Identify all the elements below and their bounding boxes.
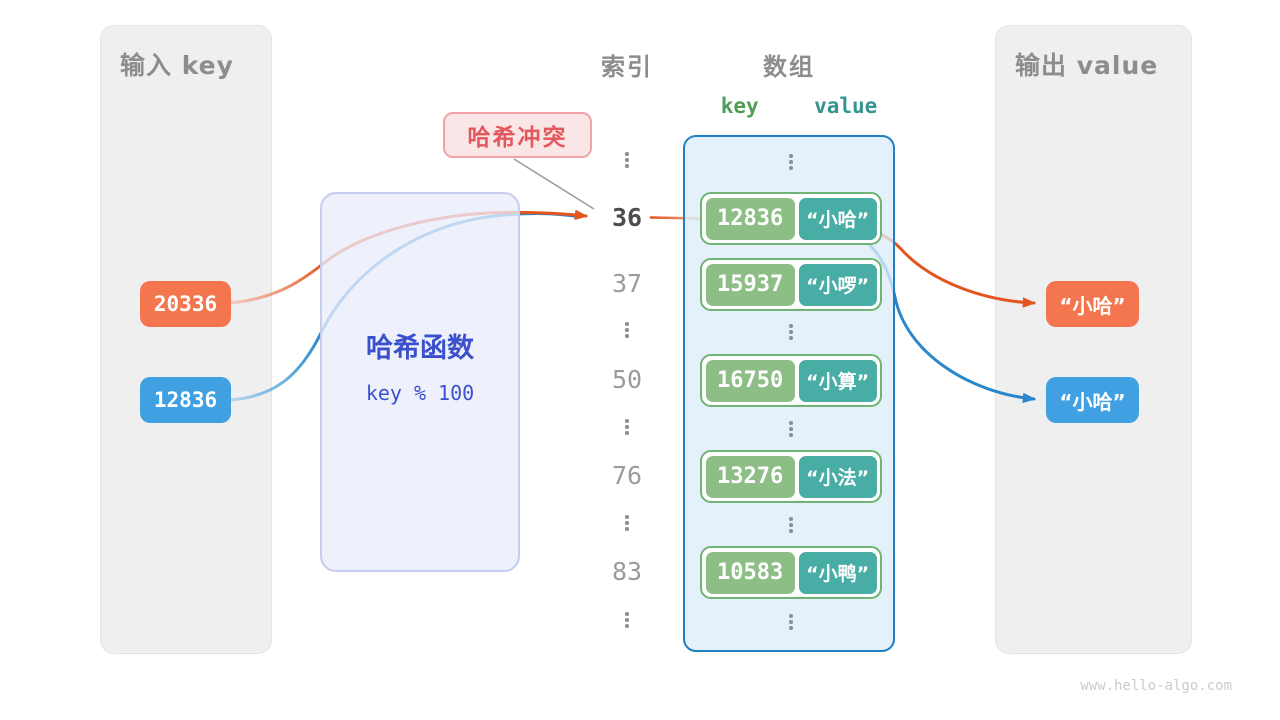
input-key-blue: 12836 (140, 377, 231, 423)
array-ellipsis (761, 412, 821, 446)
pair-value: “小啰” (798, 263, 877, 306)
index-item-83: 83 (611, 556, 643, 586)
ellipsis-icon (789, 614, 793, 630)
array-ellipsis (761, 145, 821, 179)
collision-callout-line (513, 158, 595, 210)
array-pair-row: 16750 “小算” (700, 354, 882, 407)
index-column-header: 索引 (601, 53, 653, 81)
ellipsis-icon (789, 517, 793, 533)
index-item-36: 36 (611, 202, 643, 232)
ellipsis-icon (625, 419, 629, 435)
pair-key: 10583 (705, 551, 795, 594)
array-pair-row: 10583 “小鸭” (700, 546, 882, 599)
output-value-orange: “小哈” (1046, 281, 1139, 327)
index-item-37: 37 (611, 268, 643, 298)
array-pair-row: 15937 “小啰” (700, 258, 882, 311)
output-value-blue: “小哈” (1046, 377, 1139, 423)
index-ellipsis (597, 506, 657, 540)
pair-key: 12836 (705, 197, 795, 240)
ellipsis-icon (789, 324, 793, 340)
index-ellipsis (597, 603, 657, 637)
ellipsis-icon (625, 515, 629, 531)
index-item-50: 50 (611, 364, 643, 394)
input-panel-title: 输入 key (120, 51, 234, 80)
hash-function-box: 哈希函数 key % 100 (320, 192, 520, 572)
index-ellipsis (597, 410, 657, 444)
index-item-76: 76 (611, 460, 643, 490)
array-ellipsis (761, 605, 821, 639)
watermark: www.hello-algo.com (1080, 678, 1232, 694)
ellipsis-icon (625, 152, 629, 168)
array-ellipsis (761, 315, 821, 349)
array-column-header: 数组 (763, 53, 815, 81)
array-pair-row: 12836 “小哈” (700, 192, 882, 245)
ellipsis-icon (625, 612, 629, 628)
input-key-orange: 20336 (140, 281, 231, 327)
output-panel (995, 25, 1192, 654)
pair-key: 16750 (705, 359, 795, 402)
ellipsis-icon (625, 322, 629, 338)
pair-value: “小法” (798, 455, 877, 498)
array-container: 12836 “小哈” 15937 “小啰” 16750 “小算” 13276 “… (683, 135, 895, 652)
array-pair-row: 13276 “小法” (700, 450, 882, 503)
index-ellipsis (597, 313, 657, 347)
output-panel-title: 输出 value (1015, 51, 1159, 80)
pair-key: 13276 (705, 455, 795, 498)
ellipsis-icon (789, 154, 793, 170)
hash-function-title: 哈希函数 (366, 332, 474, 364)
key-column-label: key (720, 94, 759, 118)
index-ellipsis (597, 143, 657, 177)
hash-collision-label: 哈希冲突 (443, 112, 592, 158)
input-panel (100, 25, 272, 654)
hash-function-formula: key % 100 (365, 380, 475, 405)
array-ellipsis (761, 508, 821, 542)
value-column-label: value (814, 94, 878, 118)
pair-value: “小哈” (798, 197, 877, 240)
pair-key: 15937 (705, 263, 795, 306)
ellipsis-icon (789, 421, 793, 437)
pair-value: “小算” (798, 359, 877, 402)
array-kv-header: key value (683, 94, 895, 118)
pair-value: “小鸭” (798, 551, 877, 594)
